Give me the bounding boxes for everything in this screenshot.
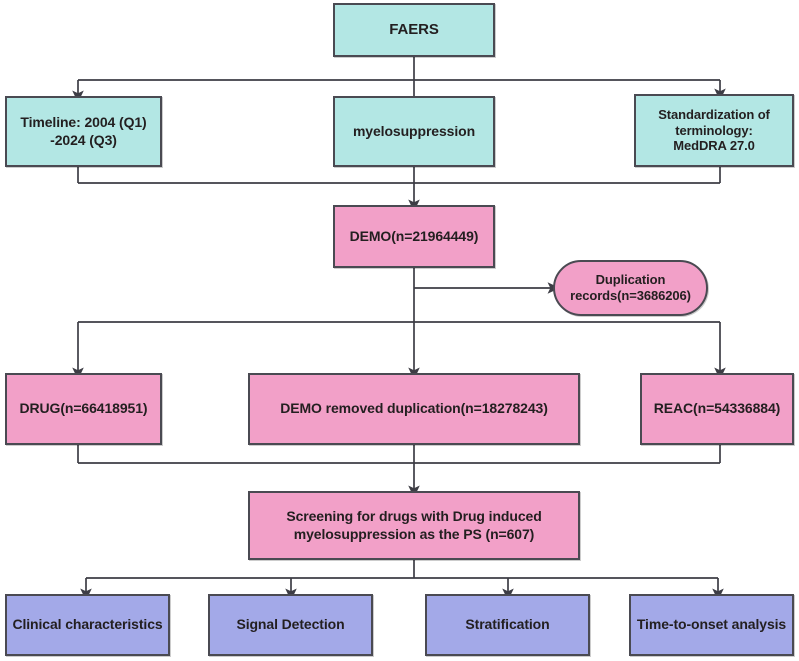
node-time-to-onset-analysis[interactable]: Time-to-onset analysis — [629, 594, 794, 656]
node-demo-removed-duplication-label: DEMO removed duplication(n=18278243) — [280, 400, 548, 417]
node-screening[interactable]: Screening for drugs with Drug induced my… — [248, 491, 580, 560]
node-demo-removed-duplication[interactable]: DEMO removed duplication(n=18278243) — [248, 373, 580, 445]
node-timeline-line2: -2024 (Q3) — [50, 131, 117, 148]
node-signal-detection-label: Signal Detection — [236, 616, 345, 633]
node-clinical-characteristics[interactable]: Clinical characteristics — [5, 594, 170, 656]
node-duplication-records-line1: Duplication — [595, 272, 666, 288]
node-drug[interactable]: DRUG(n=66418951) — [5, 373, 162, 445]
node-screening-line2: myelosuppression as the PS (n=607) — [293, 525, 535, 542]
node-signal-detection[interactable]: Signal Detection — [208, 594, 373, 656]
node-drug-label: DRUG(n=66418951) — [19, 400, 148, 417]
node-duplication-records-label: Duplication records(n=3686206) — [562, 272, 699, 304]
node-standardization-label: Standardization of terminology: MedDRA 2… — [650, 107, 778, 155]
node-stratification-label: Stratification — [465, 616, 550, 633]
node-myelosuppression[interactable]: myelosuppression — [333, 96, 495, 167]
node-screening-label: Screening for drugs with Drug induced my… — [278, 508, 549, 542]
node-stratification[interactable]: Stratification — [425, 594, 590, 656]
node-screening-line1: Screening for drugs with Drug induced — [286, 508, 542, 525]
node-faers[interactable]: FAERS — [333, 3, 495, 57]
node-duplication-records-line2: records(n=3686206) — [570, 288, 691, 303]
node-clinical-characteristics-label: Clinical characteristics — [12, 616, 163, 633]
node-timeline-line1: Timeline: 2004 (Q1) — [20, 114, 147, 131]
node-standardization[interactable]: Standardization of terminology: MedDRA 2… — [634, 94, 794, 167]
node-myelosuppression-label: myelosuppression — [352, 122, 476, 139]
node-reac[interactable]: REAC(n=54336884) — [640, 373, 794, 445]
node-demo-label: DEMO(n=21964449) — [349, 227, 479, 244]
node-standardization-line3: MedDRA 27.0 — [673, 138, 755, 154]
node-reac-label: REAC(n=54336884) — [653, 400, 781, 417]
node-standardization-line2: terminology: — [675, 122, 753, 138]
node-standardization-line1: Standardization of — [658, 106, 770, 122]
node-faers-label: FAERS — [389, 20, 439, 38]
node-time-to-onset-analysis-label: Time-to-onset analysis — [636, 616, 787, 633]
node-demo[interactable]: DEMO(n=21964449) — [333, 205, 495, 268]
node-duplication-records[interactable]: Duplication records(n=3686206) — [553, 260, 708, 316]
node-timeline-label: Timeline: 2004 (Q1) -2024 (Q3) — [12, 114, 154, 148]
node-timeline[interactable]: Timeline: 2004 (Q1) -2024 (Q3) — [5, 96, 162, 167]
